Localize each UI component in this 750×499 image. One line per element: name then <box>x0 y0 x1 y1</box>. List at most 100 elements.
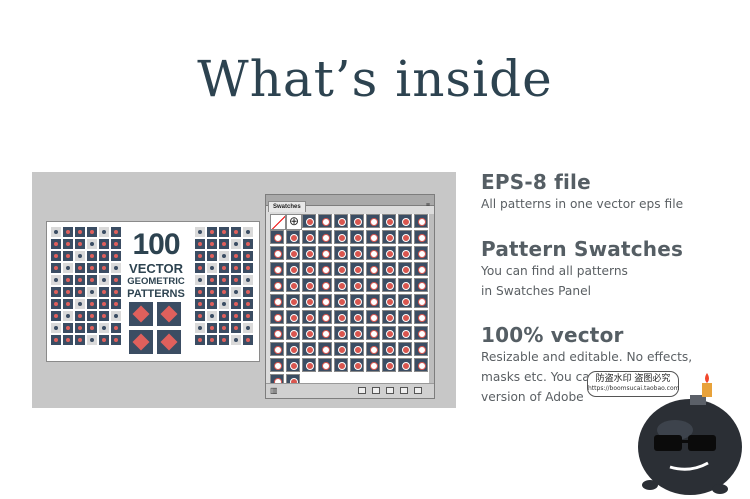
pattern-swatch[interactable] <box>318 262 332 276</box>
pattern-swatch[interactable] <box>414 214 428 228</box>
pattern-swatch[interactable] <box>318 310 332 324</box>
pattern-swatch[interactable] <box>414 310 428 324</box>
pattern-swatch[interactable] <box>302 278 316 292</box>
pattern-swatch[interactable] <box>302 262 316 276</box>
pattern-swatch[interactable] <box>350 342 364 356</box>
pattern-swatch[interactable] <box>286 342 300 356</box>
pattern-swatch[interactable] <box>366 278 380 292</box>
pattern-swatch[interactable] <box>414 294 428 308</box>
pattern-swatch[interactable] <box>334 214 348 228</box>
pattern-swatch[interactable] <box>366 326 380 340</box>
pattern-swatch[interactable] <box>270 262 284 276</box>
delete-swatch-icon[interactable] <box>414 387 422 394</box>
pattern-swatch[interactable] <box>286 262 300 276</box>
pattern-swatch[interactable] <box>302 358 316 372</box>
pattern-swatch[interactable] <box>270 374 284 384</box>
pattern-swatch[interactable] <box>414 262 428 276</box>
pattern-swatch[interactable] <box>334 246 348 260</box>
pattern-swatch[interactable] <box>270 246 284 260</box>
pattern-swatch[interactable] <box>350 230 364 244</box>
pattern-swatch[interactable] <box>334 278 348 292</box>
pattern-swatch[interactable] <box>302 310 316 324</box>
pattern-swatch[interactable] <box>334 342 348 356</box>
pattern-swatch[interactable] <box>318 294 332 308</box>
pattern-swatch[interactable] <box>350 278 364 292</box>
none-swatch[interactable] <box>270 214 286 230</box>
pattern-swatch[interactable] <box>286 310 300 324</box>
pattern-swatch[interactable] <box>366 230 380 244</box>
pattern-swatch[interactable] <box>366 214 380 228</box>
pattern-swatch[interactable] <box>366 262 380 276</box>
pattern-swatch[interactable] <box>270 310 284 324</box>
swatch-libraries-icon[interactable]: ▥ <box>270 386 278 395</box>
pattern-swatch[interactable] <box>302 214 316 228</box>
pattern-swatch[interactable] <box>398 246 412 260</box>
pattern-swatch[interactable] <box>286 294 300 308</box>
pattern-swatch[interactable] <box>414 358 428 372</box>
pattern-swatch[interactable] <box>398 214 412 228</box>
tab-swatches[interactable]: Swatches <box>268 201 306 212</box>
pattern-swatch[interactable] <box>350 358 364 372</box>
pattern-swatch[interactable] <box>270 358 284 372</box>
pattern-swatch[interactable] <box>270 326 284 340</box>
pattern-swatch[interactable] <box>382 358 396 372</box>
pattern-swatch[interactable] <box>270 230 284 244</box>
pattern-swatch[interactable] <box>318 230 332 244</box>
pattern-swatch[interactable] <box>334 230 348 244</box>
pattern-swatch[interactable] <box>382 294 396 308</box>
pattern-swatch[interactable] <box>382 278 396 292</box>
pattern-swatch[interactable] <box>286 246 300 260</box>
pattern-swatch[interactable] <box>382 230 396 244</box>
pattern-swatch[interactable] <box>270 342 284 356</box>
pattern-swatch[interactable] <box>334 294 348 308</box>
pattern-swatch[interactable] <box>350 294 364 308</box>
pattern-swatch[interactable] <box>350 214 364 228</box>
pattern-swatch[interactable] <box>302 230 316 244</box>
pattern-swatch[interactable] <box>286 230 300 244</box>
pattern-swatch[interactable] <box>302 294 316 308</box>
pattern-swatch[interactable] <box>382 246 396 260</box>
pattern-swatch[interactable] <box>350 326 364 340</box>
pattern-swatch[interactable] <box>286 374 300 384</box>
pattern-swatch[interactable] <box>350 310 364 324</box>
pattern-swatch[interactable] <box>318 326 332 340</box>
pattern-swatch[interactable] <box>270 278 284 292</box>
pattern-swatch[interactable] <box>398 358 412 372</box>
pattern-swatch[interactable] <box>366 342 380 356</box>
pattern-swatch[interactable] <box>366 310 380 324</box>
pattern-swatch[interactable] <box>398 278 412 292</box>
pattern-swatch[interactable] <box>270 294 284 308</box>
pattern-swatch[interactable] <box>398 262 412 276</box>
pattern-swatch[interactable] <box>302 326 316 340</box>
panel-scrollbar[interactable] <box>429 214 434 384</box>
panel-titlebar[interactable] <box>266 195 434 206</box>
pattern-swatch[interactable] <box>318 278 332 292</box>
pattern-swatch[interactable] <box>318 342 332 356</box>
pattern-swatch[interactable] <box>318 246 332 260</box>
pattern-swatch[interactable] <box>286 278 300 292</box>
registration-swatch[interactable]: ⊕ <box>286 214 302 230</box>
pattern-swatch[interactable] <box>350 262 364 276</box>
pattern-swatch[interactable] <box>302 342 316 356</box>
new-color-group-icon[interactable] <box>386 387 394 394</box>
pattern-swatch[interactable] <box>398 294 412 308</box>
pattern-swatch[interactable] <box>398 326 412 340</box>
pattern-swatch[interactable] <box>318 214 332 228</box>
pattern-swatch[interactable] <box>414 230 428 244</box>
pattern-swatch[interactable] <box>302 246 316 260</box>
pattern-swatch[interactable] <box>414 326 428 340</box>
pattern-swatch[interactable] <box>382 214 396 228</box>
pattern-swatch[interactable] <box>382 310 396 324</box>
pattern-swatch[interactable] <box>334 262 348 276</box>
pattern-swatch[interactable] <box>382 342 396 356</box>
new-swatch-icon[interactable] <box>400 387 408 394</box>
swatch-options-icon[interactable] <box>372 387 380 394</box>
pattern-swatch[interactable] <box>398 310 412 324</box>
pattern-swatch[interactable] <box>414 246 428 260</box>
pattern-swatch[interactable] <box>286 358 300 372</box>
pattern-swatch[interactable] <box>398 342 412 356</box>
pattern-swatch[interactable] <box>366 246 380 260</box>
pattern-swatch[interactable] <box>366 294 380 308</box>
show-kinds-icon[interactable] <box>358 387 366 394</box>
pattern-swatch[interactable] <box>366 358 380 372</box>
